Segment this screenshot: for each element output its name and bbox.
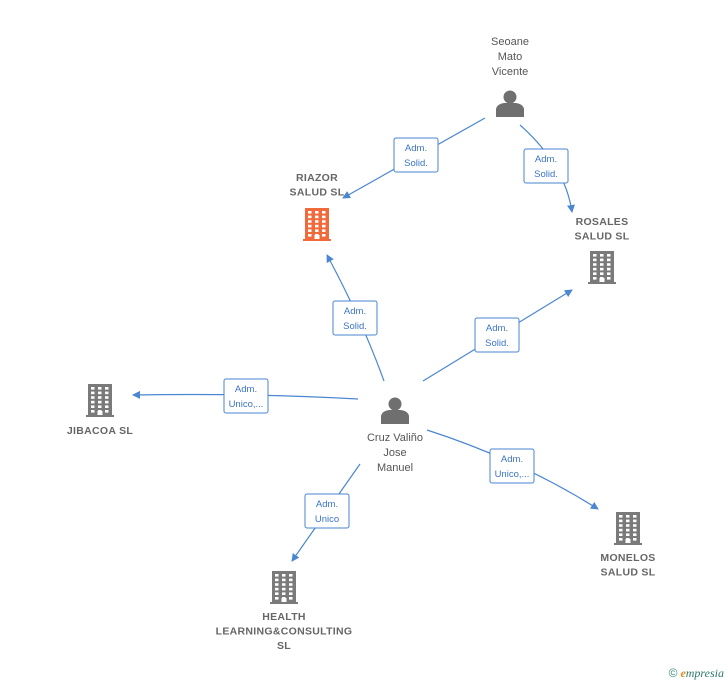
building-icon (588, 251, 616, 284)
brand-initial: e (680, 666, 686, 680)
node-label-line: SALUD SL (601, 567, 656, 579)
edge-label-box (223, 378, 269, 414)
node-label-line: ROSALES (576, 216, 629, 228)
edge-cruz-jibacoa: Adm. Unico,... (132, 378, 359, 414)
edge-label-box (332, 300, 378, 336)
node-label-line: RIAZOR (296, 172, 338, 184)
node-label-line: Mato (498, 51, 522, 63)
edge-label-text: Solid. (485, 338, 509, 349)
node-health[interactable]: HEALTH LEARNING&CONSULTING SL (216, 571, 353, 652)
person-icon (496, 90, 524, 117)
edge-cruz-monelos: Adm. Unico,... (426, 429, 599, 510)
edge-seoane-riazor: Adm. Solid. (342, 117, 486, 199)
node-label-line: SALUD SL (575, 231, 630, 243)
node-label-line: JIBACOA SL (67, 425, 133, 437)
edge-label-text: Adm. (405, 143, 427, 154)
node-riazor[interactable]: RIAZOR SALUD SL (290, 172, 345, 241)
building-icon (303, 208, 331, 241)
edge-label-text: Unico,... (495, 469, 530, 480)
edge-cruz-riazor: Adm. Solid. (326, 254, 385, 382)
node-label-line: SL (277, 640, 291, 652)
node-label-line: HEALTH (262, 611, 306, 623)
edge-label-text: Adm. (535, 154, 557, 165)
edge-cruz-health: Adm. Unico (291, 463, 361, 562)
edge-label-text: Adm. (344, 306, 366, 317)
edge-label-text: Adm. (501, 454, 523, 465)
building-icon (270, 571, 298, 604)
edge-label-text: Unico,... (229, 399, 264, 410)
edge-label-text: Solid. (534, 169, 558, 180)
person-icon (381, 397, 409, 424)
node-monelos[interactable]: MONELOS SALUD SL (600, 512, 655, 579)
edges-layer: Adm. Solid. Adm. Solid. Adm. Solid. Adm. Solid.… (132, 117, 599, 562)
edge-cruz-rosales: Adm. Solid. (422, 289, 573, 382)
edge-label-text: Unico (315, 514, 339, 525)
node-label-line: Manuel (377, 462, 413, 474)
node-label-line: MONELOS (600, 552, 655, 564)
edge-label-text: Adm. (235, 384, 257, 395)
edge-label-text: Solid. (343, 321, 367, 332)
copyright-symbol: © (668, 666, 678, 680)
node-rosales[interactable]: ROSALES SALUD SL (575, 216, 630, 284)
node-label-line: Vicente (492, 66, 529, 78)
edge-seoane-rosales: Adm. Solid. (519, 124, 575, 213)
edge-label-text: Adm. (486, 323, 508, 334)
building-icon (86, 384, 114, 417)
edge-label-box (393, 137, 439, 173)
edge-label-box (489, 448, 535, 484)
node-jibacoa[interactable]: JIBACOA SL (67, 384, 133, 437)
empresia-watermark: © empresia (669, 666, 724, 681)
edge-label-text: Adm. (316, 499, 338, 510)
node-label-line: Cruz Valiño (367, 432, 423, 444)
node-label-line: Jose (383, 447, 406, 459)
edge-label-box (523, 148, 569, 184)
node-label-line: LEARNING&CONSULTING (216, 626, 353, 638)
edge-label-box (304, 493, 350, 529)
building-icon (614, 512, 642, 545)
edge-label-box (474, 317, 520, 353)
brand-name: mpresia (685, 666, 724, 680)
node-label-line: SALUD SL (290, 187, 345, 199)
node-label-line: Seoane (491, 36, 529, 48)
edge-label-text: Solid. (404, 158, 428, 169)
